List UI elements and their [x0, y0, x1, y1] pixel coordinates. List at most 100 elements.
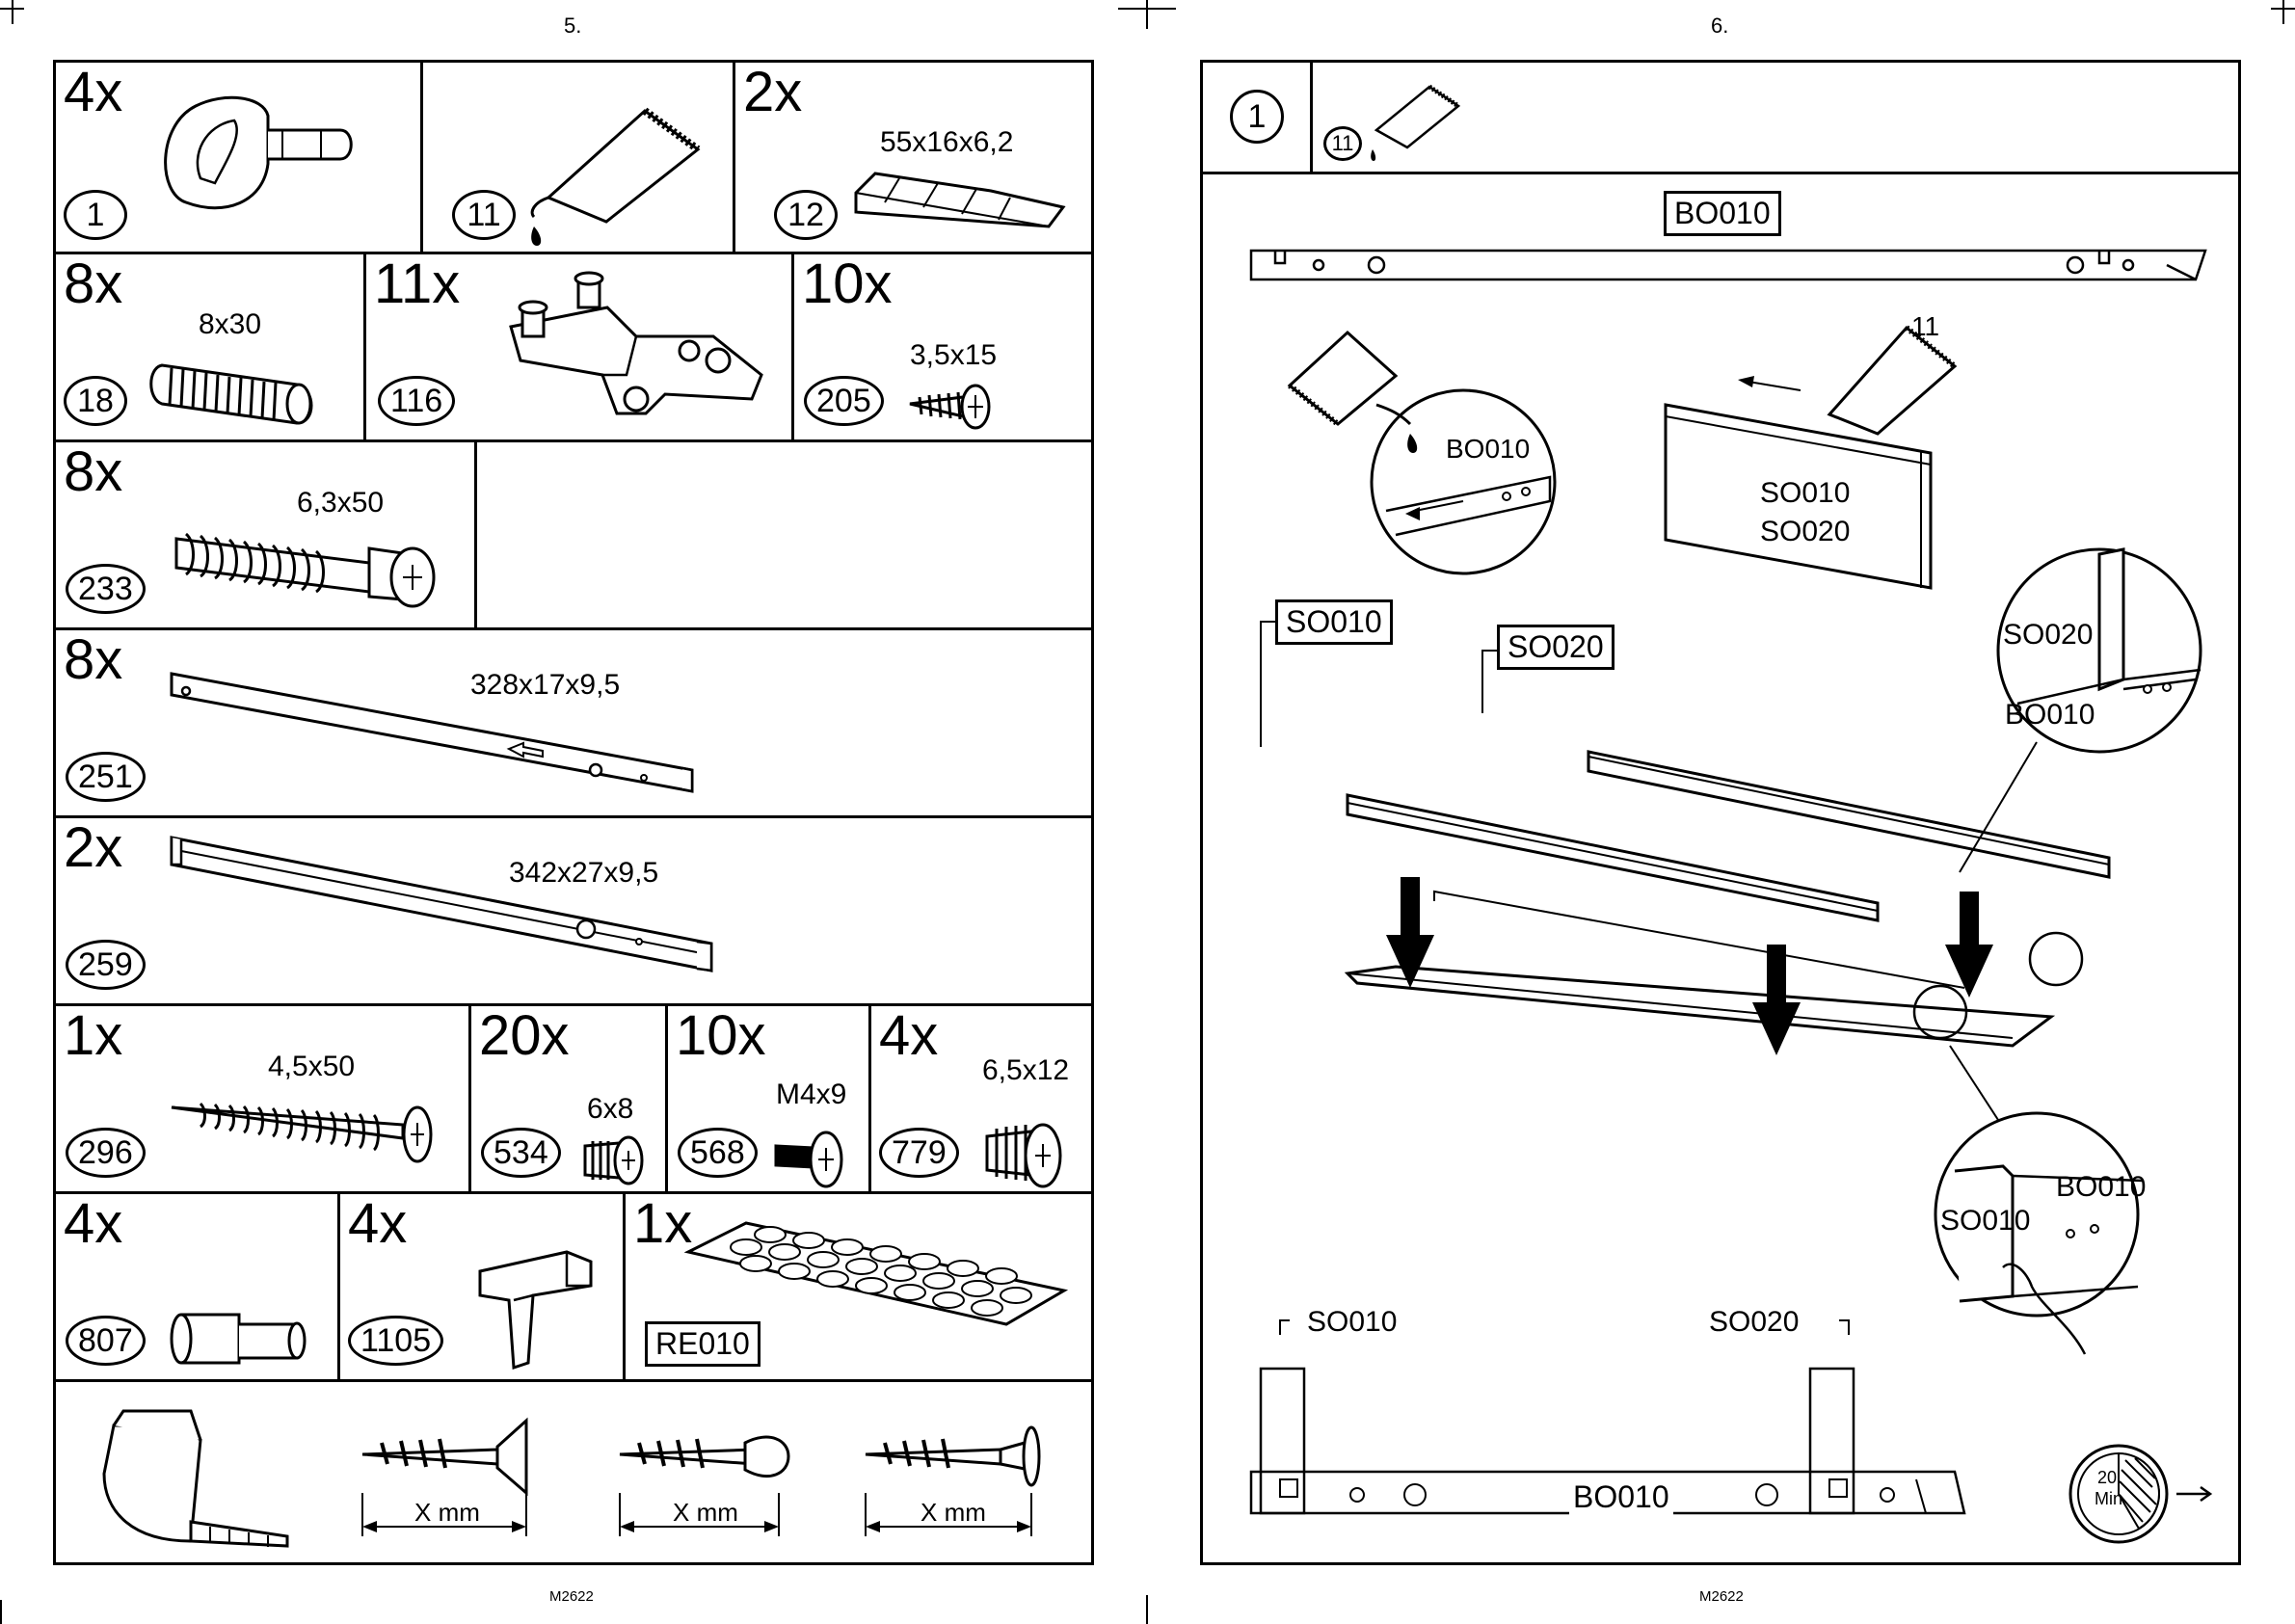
- label-front-so020: SO020: [1709, 1306, 1800, 1338]
- part-number: 807: [66, 1316, 146, 1366]
- hinge-icon: [509, 271, 763, 415]
- footer-right: M2622: [1699, 1588, 1744, 1605]
- label-front-so010: SO010: [1307, 1306, 1398, 1338]
- panels-stack-diagram: [1664, 403, 1933, 590]
- page-number-left: 5.: [564, 13, 582, 38]
- part-number: 568: [678, 1128, 758, 1178]
- part-number: 205: [804, 376, 884, 426]
- step-number: 1: [1230, 90, 1284, 144]
- label-box-so010: SO010: [1275, 599, 1393, 645]
- parts-list: 4x 1 11 2x 55x16x6,2 12 8x 8x30 18: [53, 60, 1094, 1565]
- part-number: 534: [481, 1128, 561, 1178]
- part-cell: 11: [423, 63, 733, 252]
- part-dimension: 328x17x9,5: [470, 669, 621, 701]
- label-panel-so010: SO010: [1760, 477, 1851, 509]
- shelf-pin-icon: [170, 1313, 307, 1365]
- crop-mark: [1146, 0, 1148, 29]
- part-number: 233: [66, 564, 146, 614]
- part-quantity: 11x: [374, 253, 461, 315]
- long-screw-icon: [171, 1102, 433, 1163]
- zoom-marker-top: [2028, 931, 2084, 987]
- part-number: 251: [66, 752, 146, 802]
- part-cell: 4x 807: [56, 1194, 337, 1379]
- part-cell: 8x 8x30 18: [56, 254, 363, 439]
- part-quantity: 8x: [64, 628, 123, 691]
- part-number: 259: [66, 940, 146, 990]
- timer-icon: [2068, 1444, 2213, 1544]
- label-zoom2-so010: SO010: [1940, 1205, 2031, 1237]
- cam-bolt-icon: [174, 532, 436, 608]
- part-quantity: 10x: [676, 1004, 766, 1067]
- part-dimension: 6x8: [587, 1093, 634, 1125]
- part-cell: 2x 342x27x9,5 259: [56, 818, 1094, 1003]
- label-bo010-detail: BO010: [1446, 434, 1531, 464]
- part-quantity: 4x: [348, 1192, 408, 1255]
- cam-lock-icon: [164, 95, 353, 210]
- screw-raised-icon: [619, 1435, 790, 1536]
- zoom-detail-bottom: [1934, 1111, 2144, 1355]
- label-box-so020: SO020: [1497, 625, 1615, 670]
- shelf-support-icon: [478, 1250, 593, 1371]
- part-quantity: 8x: [64, 440, 123, 503]
- part-cell: 11x 116: [366, 254, 791, 439]
- short-screw-icon: [909, 384, 991, 430]
- part-cell: 4x 6,5x12 779: [871, 1006, 1094, 1191]
- part-cell: 20x 6x8 534: [471, 1006, 665, 1191]
- part-dimension: 6,3x50: [297, 487, 385, 519]
- part-number: 296: [66, 1128, 146, 1178]
- part-cell: 4x 1105: [340, 1194, 623, 1379]
- measure-label: X mm: [673, 1498, 738, 1527]
- part-label-box: RE010: [645, 1321, 761, 1367]
- page-number-right: 6.: [1711, 13, 1729, 38]
- part-quantity: 2x: [743, 61, 803, 123]
- crop-mark: [0, 1600, 2, 1624]
- part-cell: 10x M4x9 568: [668, 1006, 868, 1191]
- part-cell: 8x 328x17x9,5 251: [56, 630, 1094, 815]
- screw-pan-head-icon: [865, 1425, 1041, 1536]
- label-bo010: BO010: [1664, 191, 1781, 236]
- part-number: 1105: [348, 1316, 444, 1366]
- part-quantity: 4x: [64, 1192, 123, 1255]
- wedge-shim-icon: [854, 172, 1066, 228]
- part-number: 12: [774, 190, 838, 240]
- label-zoom2-bo010: BO010: [2056, 1171, 2147, 1203]
- glue-detail-diagram: [1287, 330, 1557, 575]
- part-number: 18: [64, 376, 127, 426]
- part-dimension: 4,5x50: [268, 1051, 356, 1082]
- part-cell: 8x 6,3x50 233: [56, 442, 474, 627]
- part-cell: 2x 55x16x6,2 12: [735, 63, 1094, 252]
- measure-row: X mm X mm X mm: [56, 1382, 1094, 1565]
- part-quantity: 1x: [633, 1192, 693, 1255]
- part-quantity: 4x: [879, 1004, 939, 1067]
- timer-unit: Min: [2095, 1489, 2123, 1508]
- part-cell: 1x 4,5x50 296: [56, 1006, 468, 1191]
- felt-pad-sheet-icon: [683, 1221, 1069, 1326]
- part-dimension: 3,5x15: [910, 339, 998, 371]
- label-front-bo010: BO010: [1569, 1479, 1673, 1515]
- glue-tube-icon: [1371, 84, 1461, 161]
- part-quantity: 1x: [64, 1004, 123, 1067]
- part-cell: 1x 1x RE010: [626, 1194, 1094, 1379]
- part-dimension: M4x9: [776, 1078, 847, 1110]
- label-zoom-bo010: BO010: [2005, 699, 2095, 731]
- part-number: 1: [64, 190, 127, 240]
- label-zoom-so020: SO020: [2003, 619, 2094, 651]
- wooden-dowel-icon: [149, 363, 313, 425]
- part-dimension: 8x30: [199, 308, 262, 340]
- glue-tube-icon: [530, 107, 701, 246]
- small-screw-icon: [583, 1135, 644, 1185]
- footer-left: M2622: [549, 1588, 594, 1605]
- step-part-number: 11: [1323, 126, 1362, 161]
- part-quantity: 10x: [802, 253, 893, 315]
- drawer-runner-icon: [170, 672, 694, 793]
- part-cell: 10x 3,5x15 205: [794, 254, 1094, 439]
- measure-label: X mm: [414, 1498, 480, 1527]
- part-cell: 4x 1: [56, 63, 420, 252]
- part-quantity: 20x: [479, 1004, 570, 1067]
- part-quantity: 4x: [64, 61, 123, 123]
- label-panel-so020: SO020: [1760, 516, 1851, 547]
- tape-measure-icon: [102, 1409, 289, 1548]
- zoom-marker-bottom: [1912, 984, 1968, 1040]
- measure-label: X mm: [921, 1498, 986, 1527]
- front-view-diagram: [1249, 1319, 1966, 1515]
